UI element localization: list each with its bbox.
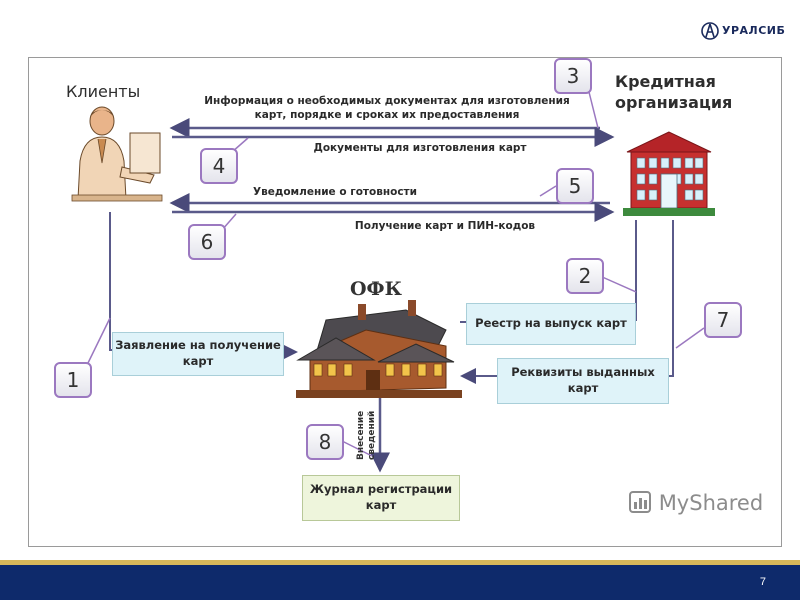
callout-leader-7: [675, 327, 705, 349]
myshared-watermark: MyShared: [628, 490, 763, 515]
clients-label: Клиенты: [66, 82, 141, 101]
logo-text: УРАЛСИБ: [722, 24, 786, 37]
arrow-info-line-2: карт, порядке и сроках их предоставления: [254, 109, 520, 122]
box-registry: Реестр на выпуск карт: [466, 303, 636, 345]
arrow-docs-text: Документы для изготовления карт: [313, 142, 527, 154]
callout-leader-8: [339, 439, 373, 457]
footer-bar: 7: [0, 565, 800, 600]
box-journal: Журнал регистрации карт: [302, 475, 460, 521]
bank-label-line-1: Кредитная: [615, 72, 716, 91]
step-4-badge: 4: [200, 148, 238, 184]
callout-leader-1: [87, 317, 111, 364]
watermark-text: MyShared: [658, 491, 764, 515]
callout-leader-5: [539, 185, 557, 197]
arrow-receive-text: Получение карт и ПИН-кодов: [354, 220, 536, 232]
ofk-building-icon: [296, 300, 462, 398]
step-5-badge: 5: [556, 168, 594, 204]
step-8-badge: 8: [306, 424, 344, 460]
step-3-badge: 3: [554, 58, 592, 94]
bank-label-line-2: организация: [615, 92, 733, 112]
footer-stripe: [0, 560, 800, 565]
arrow-notice-text: Уведомление о готовности: [253, 186, 417, 198]
box-application: Заявление на получение карт: [112, 332, 284, 376]
bank-label: Кредитная организация: [615, 72, 732, 114]
bank-building-icon: [623, 131, 715, 216]
step-1-badge: 1: [54, 362, 92, 398]
step-7-badge: 7: [704, 302, 742, 338]
arrow-info-line-1: Информация о необходимых документах для …: [204, 95, 570, 107]
step-6-badge: 6: [188, 224, 226, 260]
step-2-badge: 2: [566, 258, 604, 294]
page-number: 7: [759, 576, 766, 588]
uralsib-logo: УРАЛСИБ: [700, 20, 792, 42]
box-details: Реквизиты выданных карт: [497, 358, 669, 404]
callout-leader-3: [587, 87, 599, 129]
arrow-info-text: Информация о необходимых документах для …: [182, 94, 592, 122]
uralsib-logo-icon: [701, 22, 719, 40]
ofk-label: ОФК: [350, 278, 402, 300]
callout-leader-2: [599, 275, 637, 293]
line-bank-to-details: [668, 220, 674, 377]
myshared-logo-icon: [629, 491, 651, 513]
vertical-label: Внесение сведений: [356, 410, 377, 460]
client-person-icon: [71, 106, 163, 202]
line-clients-down: [109, 212, 112, 351]
